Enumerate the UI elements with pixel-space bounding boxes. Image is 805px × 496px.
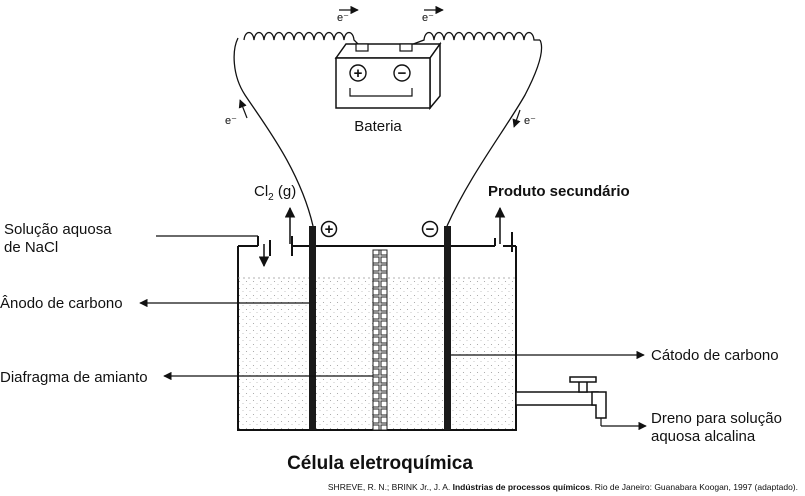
electron-label-top-left: e⁻ (337, 12, 349, 24)
citation: SHREVE, R. N.; BRINK Jr., J. A. Indústri… (328, 482, 798, 492)
drain-spout (591, 391, 607, 419)
battery-front (335, 57, 431, 109)
anode-sign-circle (320, 220, 338, 238)
battery-terminal-negative (399, 43, 413, 52)
cathode-sign-circle (421, 220, 439, 238)
carbon-cathode (444, 226, 451, 430)
asbestos-diaphragm (372, 249, 388, 431)
tap-handle (569, 376, 597, 383)
electron-label-left: e⁻ (225, 115, 237, 127)
battery-bracket (349, 88, 413, 97)
battery-top (334, 43, 442, 59)
carbon-anode (309, 226, 316, 430)
anode-wire (233, 37, 314, 227)
left-coil (243, 31, 361, 47)
drain-pipe (515, 391, 599, 406)
electron-label-right: e⁻ (524, 115, 536, 127)
nacl-solution-label-line2: de NaCl (4, 239, 58, 256)
battery-terminal-positive (355, 43, 369, 52)
electron-label-top-right: e⁻ (422, 12, 434, 24)
diaphragm-label: Diafragma de amianto (0, 369, 148, 386)
diagram-title: Célula eletroquímica (287, 453, 473, 474)
electron-arrow-right (512, 109, 521, 128)
chlorine-gas-label: Cl2 (g) (254, 183, 296, 203)
nacl-solution-label-line1: Solução aquosa (4, 221, 112, 238)
cathode-label: Cátodo de carbono (651, 347, 779, 364)
drain-label-line2: aquosa alcalina (651, 428, 756, 445)
battery-minus-sign: − (398, 65, 407, 82)
drain-label-line1: Dreno para solução (651, 410, 782, 427)
electron-arrow-left (238, 99, 248, 119)
anode-label: Ânodo de carbono (0, 295, 123, 312)
secondary-product-label: Produto secundário (488, 183, 630, 200)
battery-plus-sign: + (354, 65, 363, 82)
anode-sign: + (325, 221, 334, 238)
battery-plus-circle (349, 64, 367, 82)
battery-label: Bateria (354, 118, 402, 135)
cathode-wire (446, 39, 543, 227)
battery-minus-circle (393, 64, 411, 82)
right-coil (407, 31, 540, 47)
cathode-sign: − (426, 221, 435, 238)
